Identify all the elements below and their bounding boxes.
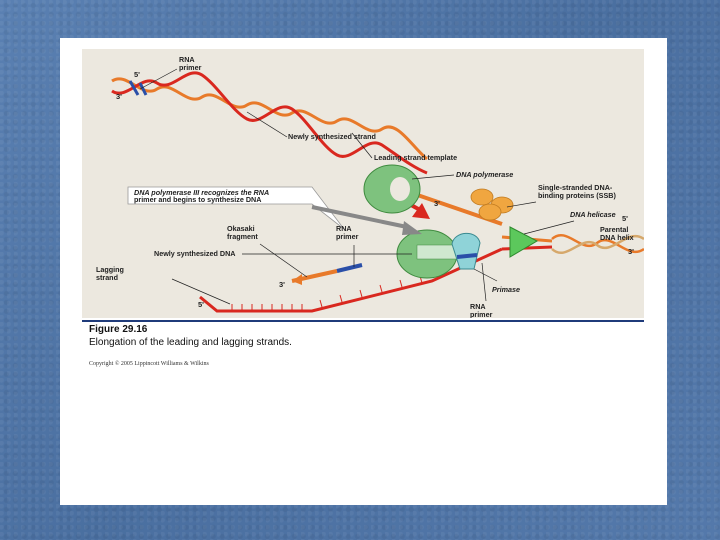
primase-label: Primase	[492, 285, 520, 294]
caption-rule	[82, 320, 644, 322]
slide: RNA primer Newly synthesized strand Lead…	[60, 38, 667, 505]
okazaki-fragment	[292, 265, 362, 285]
prime-okazaki-3: 3'	[279, 280, 285, 289]
lagging-strand-label-2: strand	[96, 273, 118, 282]
prime-right-5: 5'	[622, 214, 628, 223]
copyright-notice: Copyright © 2005 Lippincott Williams & W…	[89, 361, 209, 367]
figure-number: Figure 29.16	[89, 324, 147, 335]
primase	[452, 233, 480, 269]
dna-polymerase-leading	[364, 165, 420, 213]
dna-polymerase-label: DNA polymerase	[456, 170, 513, 179]
prime-top-3: 3'	[116, 92, 122, 101]
rna-primer-mid-label-2: primer	[336, 232, 359, 241]
okazaki-label-2: fragment	[227, 232, 258, 241]
replication-fork-figure: RNA primer Newly synthesized strand Lead…	[82, 49, 644, 318]
replication-fork-diagram: RNA primer Newly synthesized strand Lead…	[82, 49, 644, 318]
pol3-callout-line-2: primer and begins to synthesize DNA	[134, 195, 261, 204]
prime-center-3: 3'	[434, 199, 440, 208]
dna-helicase-label: DNA helicase	[570, 210, 616, 219]
rna-primer-bottom-label-2: primer	[470, 310, 493, 318]
prime-right-3: 3'	[628, 247, 634, 256]
prime-top-5: 5'	[134, 70, 140, 79]
prime-lagging-5: 5'	[198, 300, 204, 309]
rna-primer-top-label-2: primer	[179, 63, 202, 72]
newly-synthesized-dna-label: Newly synthesized DNA	[154, 249, 235, 258]
leading-strand-template-label: Leading strand template	[374, 153, 457, 162]
newly-synthesized-strand-label: Newly synthesized strand	[288, 132, 376, 141]
figure-caption: Elongation of the leading and lagging st…	[89, 337, 292, 348]
ssb-label-2: binding proteins (SSB)	[538, 191, 616, 200]
parental-helix-label-2: DNA helix	[600, 233, 634, 242]
leader-lines	[140, 69, 574, 304]
